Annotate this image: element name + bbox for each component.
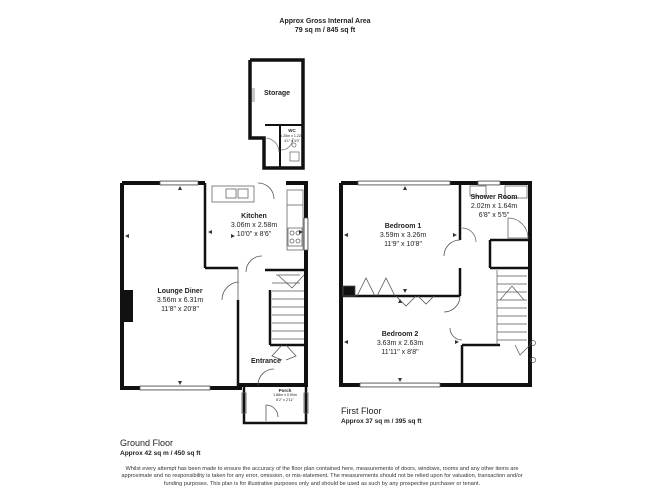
porch-details: [241, 368, 309, 421]
wc-dims-ft: 4'1" x 4'0": [284, 139, 300, 143]
first-floor-doors: [443, 239, 463, 341]
ground-floor-windows: [140, 181, 308, 390]
dimension-arrows: [125, 186, 459, 385]
shower-dims-m: 2.02m x 1.64m: [470, 203, 518, 210]
lounge-name: Lounge Diner: [157, 288, 203, 295]
header-area: 79 sq m / 845 sq ft: [294, 27, 356, 34]
porch-dims-ft: 6'2" x 2'11": [276, 398, 294, 402]
storage-label: Storage: [263, 90, 291, 97]
header-title: Approx Gross Internal Area: [279, 18, 371, 25]
kitchen-dims-m: 3.06m x 2.58m: [230, 222, 278, 229]
storage-details: [251, 88, 300, 162]
first-floor-walls: [339, 181, 532, 387]
first-floor-area: Approx 37 sq m / 395 sq ft: [341, 418, 422, 425]
chimney-breast: [123, 290, 133, 322]
porch-outline: [242, 385, 308, 425]
bedroom2-name: Bedroom 2: [381, 331, 419, 338]
disclaimer-text: Whilst every attempt has been made to en…: [121, 466, 523, 487]
first-floor-windows: [358, 181, 500, 387]
storage-outline: [248, 58, 305, 170]
bedroom2-dims-m: 3.63m x 2.63m: [376, 340, 424, 347]
bedroom1-dims-m: 3.59m x 3.26m: [379, 232, 427, 239]
ground-floor-doors: [221, 182, 297, 361]
storage-internal: [265, 124, 303, 168]
kitchen-dims-ft: 10'0" x 8'6": [236, 231, 272, 238]
bedroom2-dims-ft: 11'11" x 8'8": [381, 349, 419, 356]
lounge-dims-m: 3.56m x 6.31m: [156, 297, 204, 304]
first-floor-internal: [341, 183, 530, 385]
ground-floor-title: Ground Floor: [120, 438, 174, 448]
wc-label: WC: [288, 128, 296, 133]
kitchen-units: [211, 185, 304, 251]
ground-floor-area: Approx 42 sq m / 450 sq ft: [120, 450, 201, 457]
lounge-dims-ft: 11'8" x 20'8": [161, 306, 199, 313]
shower-name: Shower Room: [470, 194, 518, 201]
entrance-name: Entrance: [251, 358, 281, 365]
first-stairs: [496, 270, 536, 363]
bedroom1-dims-ft: 11'9" x 10'8": [384, 241, 422, 248]
first-floor-window-frames: [357, 180, 501, 388]
ground-floor-internal: [203, 183, 306, 388]
bedroom1-name: Bedroom 1: [384, 223, 422, 230]
porch-dims-m: 1.88m x 0.90m: [273, 393, 297, 397]
wardrobes: [342, 277, 435, 307]
ground-stairs: [272, 274, 305, 340]
shower-dims-ft: 6'8" x 5'5": [478, 212, 510, 219]
kitchen-name: Kitchen: [241, 213, 267, 220]
shower-fittings: [461, 185, 529, 243]
porch-name: Porch: [278, 388, 292, 393]
first-floor-title: First Floor: [341, 406, 382, 416]
wc-dims-m: 1.25m x 1.22m: [280, 134, 304, 138]
ground-floor-window-frames: [139, 180, 309, 391]
